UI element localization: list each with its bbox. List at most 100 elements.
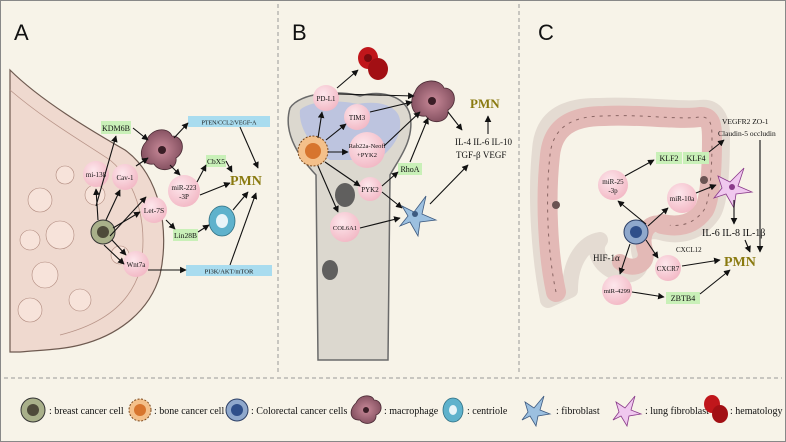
node-tim3 [344,104,370,130]
label-pmn-b: PMN [470,96,500,111]
bone-lesion-1 [335,183,355,207]
label-tim3: TIM3 [349,114,366,122]
label-pi3k: PI3K/AKT/mTOR [205,269,254,276]
label-col6a1: COL6A1 [333,225,357,232]
tag-klf4 [683,152,709,164]
label-cytokines-b-l2: TGF-β VEGF [456,150,506,160]
panel-a-letter: A [14,20,29,45]
bone-cancer-cell-icon [128,398,152,422]
tag-kdm6b [101,121,131,134]
colorectal-cancer-cell-icon [225,398,249,422]
macrophage-b-nucleus [428,97,436,105]
label-mir10a: miR-10a [670,195,695,203]
panel-c: C miR-25 -3p miR-10a CXCR7 miR-4299 KLF2… [530,20,776,308]
label-klf4: KLF4 [686,154,705,163]
label-zbtb4: ZBTB4 [671,294,695,303]
bone-lesion-2 [322,260,338,280]
tag-cbx5 [206,155,226,167]
label-lin28b: Lin28B [174,231,197,240]
label-vegfr2-l2: Claudin-5 occludin [718,129,776,138]
node-cav1 [112,164,138,190]
legend-label-4: : centriole [467,406,508,417]
legend-label-6: : lung fibroblast [645,406,709,417]
legend-label-3: : macrophage [384,406,439,417]
node-col6a1 [330,212,360,242]
label-mir223-l1: miR-223 [172,184,197,192]
tag-pi3k [186,265,272,276]
colon-lesion-2 [700,176,708,184]
label-mir25-l1: miR-25 [602,178,624,186]
arrows-b [317,69,492,229]
node-mi138 [83,161,109,187]
node-pdl1 [313,85,339,111]
hematology-icon [704,395,728,423]
breast-cancer-cell-icon [20,397,46,423]
colon-sigmoid [612,215,670,275]
arrows-a [93,122,259,274]
label-mir223-l2: -3P [179,193,189,201]
label-klf2: KLF2 [659,154,678,163]
node-rab22a [349,132,385,168]
legend-label-7: : hematology [730,406,783,417]
colorectal-cancer-cell-c [623,219,649,245]
label-mi138: mi-138 [86,171,107,179]
label-pdl1: PD-L1 [316,95,336,103]
centriole-a [208,205,236,237]
label-rab22a-l2: +PYK2 [357,152,377,159]
fibroblast-icon [521,395,552,428]
label-wnt7a: Wnt7a [127,261,147,269]
label-cxcr7: CXCR7 [657,265,680,273]
label-hif1a: HIF-1α [593,253,620,263]
label-cxcl12: CXCL12 [676,246,702,254]
panel-a: A mi-138 Cav-1 Let-7S Wnt7a miR-223 -3P … [9,20,272,353]
node-mir223 [168,175,200,207]
tag-lin28b [173,229,198,241]
breast-inner-contour [9,89,144,336]
lung-fibroblast-icon [612,395,643,428]
legend-label-5: : fibroblast [556,406,600,417]
fibroblast-b [398,195,438,238]
node-pyk2 [358,177,382,201]
label-pten: PTEN/CCL2/VEGF-A [201,121,257,127]
node-mir10a [667,183,697,213]
label-mir25-l2: -3p [608,187,618,195]
legend-label-2: : Colorectal cancer cells [251,406,347,417]
node-mir25 [598,170,628,200]
arrows-c [617,139,764,300]
tag-klf2 [656,152,682,164]
colon-lesion-1 [552,201,560,209]
colon-haustra [547,115,713,293]
label-vegfr2-l1: VEGFR2 ZO-1 [722,117,769,126]
tag-zbtb4 [666,292,700,304]
lung-fibroblast-c-nucleus [729,184,735,190]
legend-label-1: : bone cancer cell [154,406,224,417]
label-cav1: Cav-1 [116,174,134,182]
bone-cancer-cell-b [297,135,329,167]
panel-b: B PD-L1 TIM3 Rab22a-Neofl +PYK2 [287,20,512,361]
legend-label-0: : breast cancer cell [49,406,124,417]
panel-c-letter: C [538,20,554,45]
panel-b-letter: B [292,20,307,45]
centriole-icon [442,397,464,423]
label-cytokines-b-l1: IL-4 IL-6 IL-10 [455,137,512,147]
hematology-b [358,47,388,80]
node-mir4299 [602,275,632,305]
node-wnt7a [123,251,149,277]
label-cbx5: CbX5 [207,157,225,166]
tag-rhoa [398,163,422,175]
tag-pten [188,116,270,127]
label-pyk2: PYK2 [361,186,379,194]
fibroblast-b-nucleus [412,211,418,217]
node-cxcr7 [655,255,681,281]
label-rab22a-l1: Rab22a-Neofl [349,143,386,150]
node-let7s [141,197,167,223]
legend: : breast cancer cell : bone cancer cell … [20,395,783,428]
label-mir4299: miR-4299 [604,288,630,295]
macrophage-a-nucleus [158,146,166,154]
breast-cancer-cell-a [90,219,116,245]
label-pmn-a: PMN [230,174,262,189]
label-kdm6b: KDM6B [102,124,130,133]
label-let7s: Let-7S [144,206,164,215]
label-rhoa: RhoA [400,165,419,174]
